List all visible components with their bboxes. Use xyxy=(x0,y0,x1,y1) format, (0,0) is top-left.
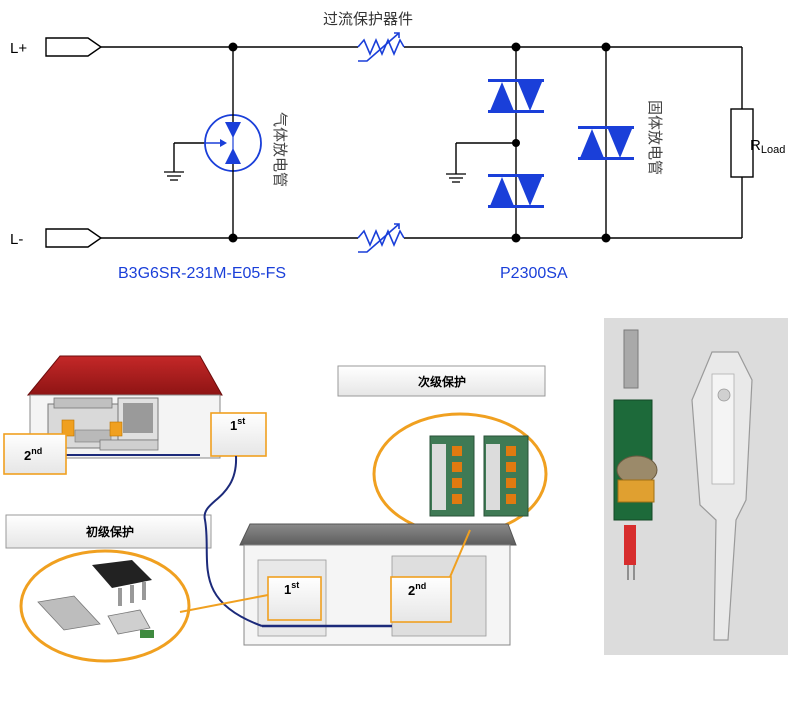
office-1st-label: 1st xyxy=(284,580,299,597)
ground-symbol xyxy=(446,173,466,183)
terminal-neg-connector xyxy=(45,228,103,248)
primary-protection-box xyxy=(5,514,212,549)
house-1st-box xyxy=(210,412,267,457)
terminal-pos-label: L+ xyxy=(10,40,27,57)
module-photo xyxy=(604,318,788,655)
house-2nd-box xyxy=(3,433,67,475)
ptc-resistor-bottom xyxy=(357,223,405,253)
primary-callout-line xyxy=(179,594,269,613)
circuit-wires xyxy=(101,46,743,239)
protection-modules xyxy=(37,560,154,638)
secondary-protection-box xyxy=(337,365,546,397)
terminal-pos-connector xyxy=(45,37,103,57)
load-resistor xyxy=(730,108,754,178)
ptc-label: 过流保护器件 xyxy=(323,10,413,28)
telephone-line xyxy=(203,455,263,627)
tss-part-number: P2300SA xyxy=(500,265,568,282)
load-label: RLoad xyxy=(750,137,785,156)
circuit-schematic: L+ L- xyxy=(10,10,785,282)
secondary-protection-label: 次级保护 xyxy=(418,374,466,389)
office-1st-box xyxy=(267,576,322,621)
tss-single xyxy=(578,126,634,160)
tss-lower xyxy=(488,174,544,208)
secondary-callout-line xyxy=(449,529,471,578)
junction-dots xyxy=(228,42,611,243)
gas-discharge-tube xyxy=(204,110,262,175)
office-2nd-label: 2nd xyxy=(408,581,426,598)
ptc-resistor-top xyxy=(357,32,405,62)
office-2nd-box xyxy=(390,576,452,623)
protection-boards xyxy=(429,435,529,517)
gdt-part-number: B3G6SR-231M-E05-FS xyxy=(118,265,286,282)
protection-scene: 2nd 1st 次级保护 初级保护 xyxy=(3,355,548,663)
tss-label: 固体放电管 xyxy=(646,100,664,175)
house-1st-label: 1st xyxy=(230,416,245,433)
ground-symbol xyxy=(164,171,184,181)
primary-protection-label: 初级保护 xyxy=(86,524,134,539)
house-2nd-label: 2nd xyxy=(24,446,42,463)
terminal-neg-label: L- xyxy=(10,231,23,248)
tss-upper xyxy=(488,79,544,113)
gdt-label: 气体放电管 xyxy=(271,112,289,187)
